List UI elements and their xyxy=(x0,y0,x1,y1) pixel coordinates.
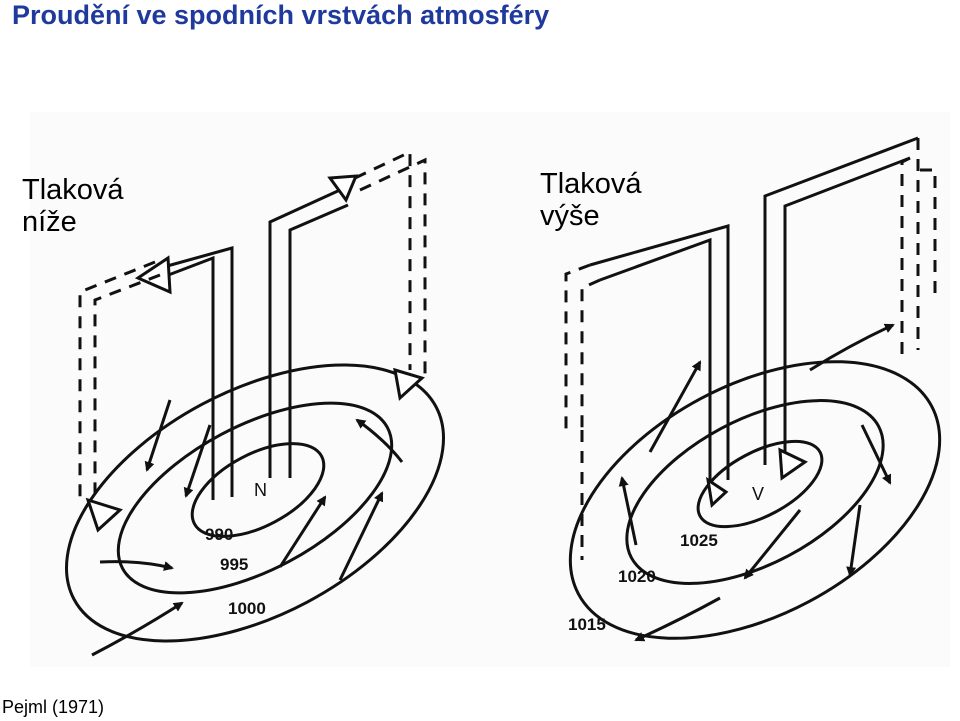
wind-arrow xyxy=(860,424,892,485)
updraft-line xyxy=(149,255,215,284)
downdraft-line xyxy=(763,136,919,465)
wind-arrow xyxy=(648,360,702,453)
wind-arrow xyxy=(144,399,172,472)
high-pressure-diagram xyxy=(564,136,942,642)
low-heading-line1: Tlaková xyxy=(22,174,124,206)
isobar-ring-1020 xyxy=(625,399,885,585)
high-heading-line1: Tlaková xyxy=(540,168,642,200)
isobar-ring-995 xyxy=(116,401,394,595)
isobar-ring-1015 xyxy=(568,360,942,640)
isobar-ring-1000 xyxy=(65,363,445,643)
wind-arrow xyxy=(618,476,638,546)
return-flow-arrow-right xyxy=(393,367,425,401)
outflow-arrow-right xyxy=(327,174,359,204)
return-flow-dashed xyxy=(564,263,591,430)
isobar-ring-1025 xyxy=(696,439,824,529)
low-pressure-heading: Tlaková níže xyxy=(22,174,124,238)
isobar-label-1025: 1025 xyxy=(680,531,718,550)
wind-arrow xyxy=(743,509,802,580)
return-flow-dashed xyxy=(93,273,161,500)
return-flow-dashed xyxy=(359,157,427,378)
isobar-label-995: 995 xyxy=(220,555,248,574)
downdraft-line xyxy=(599,237,712,485)
wind-arrow xyxy=(846,504,862,577)
low-center-label: N xyxy=(254,480,267,500)
return-flow-dashed xyxy=(920,168,937,300)
wind-arrow xyxy=(91,601,184,657)
isobar-label-990: 990 xyxy=(205,525,233,544)
wind-arrow xyxy=(99,560,174,571)
high-heading-line2: výše xyxy=(540,200,600,232)
isobar-label-1000: 1000 xyxy=(228,599,266,618)
downdraft-line xyxy=(589,224,730,480)
isobar-label-1015: 1015 xyxy=(568,615,606,634)
outflow-arrow-left xyxy=(134,255,172,295)
high-center-label: V xyxy=(752,484,764,504)
updraft-line xyxy=(159,246,234,270)
wind-arrow xyxy=(809,323,895,372)
updraft-line xyxy=(288,203,349,478)
low-pressure-diagram xyxy=(65,149,445,657)
source-citation: Pejml (1971) xyxy=(2,697,105,717)
wind-arrow xyxy=(355,418,404,463)
return-flow-arrow-left xyxy=(85,497,123,533)
downdraft-arrow-left xyxy=(705,476,729,509)
return-flow-dashed xyxy=(78,260,156,505)
low-heading-line2: níže xyxy=(22,206,77,238)
return-flow-dashed xyxy=(580,278,601,430)
isobar-label-1020: 1020 xyxy=(618,567,656,586)
figure-background xyxy=(30,112,950,667)
page-title: Proudění ve spodních vrstvách atmosféry xyxy=(12,0,550,30)
return-flow-dashed xyxy=(900,156,911,360)
downdraft-arrow-right xyxy=(778,447,808,481)
updraft-line xyxy=(268,188,341,478)
wind-arrow xyxy=(634,596,721,642)
wind-arrow xyxy=(183,424,212,498)
wind-arrow xyxy=(338,491,384,581)
wind-arrow xyxy=(278,495,327,568)
high-pressure-heading: Tlaková výše xyxy=(540,168,642,232)
downdraft-line xyxy=(783,156,911,462)
isobar-ring-990 xyxy=(190,442,326,538)
